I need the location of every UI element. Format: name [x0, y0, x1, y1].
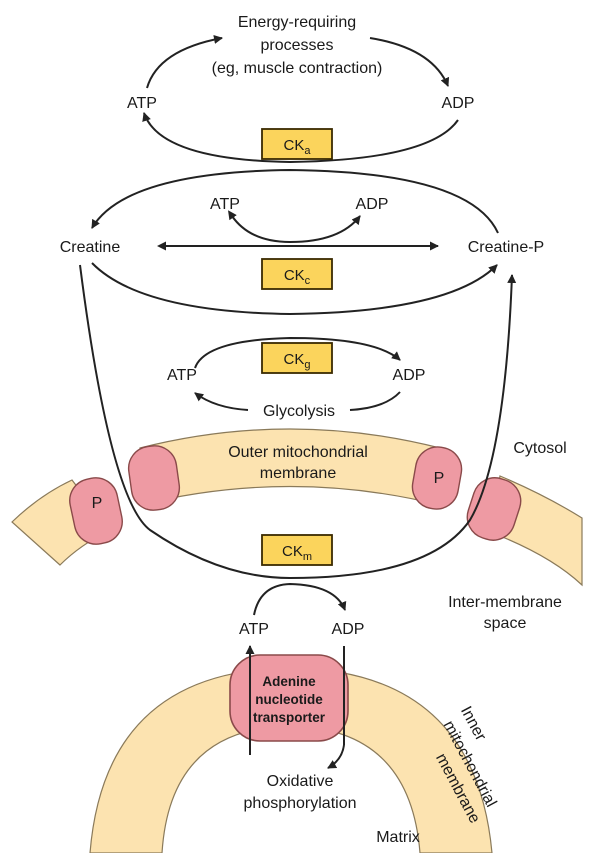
energy-line2: processes: [261, 37, 334, 54]
ckg-sub: g: [304, 359, 310, 371]
glycolysis-adp-label: ADP: [393, 367, 426, 384]
mito-atp-label: ATP: [239, 621, 269, 638]
cka-base: CK: [284, 137, 305, 154]
arrow-atp-to-energy: [146, 35, 223, 89]
porin-left: [69, 477, 123, 545]
intermembrane-label-1: Inter-membrane: [448, 594, 562, 611]
svg-text:CKg: CKg: [284, 351, 311, 371]
transporter-label-2: nucleotide: [255, 692, 323, 707]
transporter-label-1: Adenine: [262, 674, 316, 689]
arrow-adp-to-oxphos-curve: [327, 744, 345, 769]
arrow-ckg-top: [194, 336, 401, 369]
adenine-nucleotide-transporter: [229, 654, 349, 742]
ckg-base: CK: [284, 351, 305, 368]
middle-atp-label: ATP: [210, 196, 240, 213]
arrow-adp-to-glycolysis: [349, 391, 401, 411]
cytosol-label: Cytosol: [513, 440, 566, 457]
svg-text:CKc: CKc: [284, 267, 311, 287]
arrow-creatine-p-to-creatine: [91, 168, 499, 234]
arrow-glycolysis-to-atp: [194, 392, 249, 411]
glycolysis-label: Glycolysis: [263, 403, 335, 420]
porin-label-left: P: [92, 495, 103, 512]
matrix-label: Matrix: [376, 829, 420, 846]
middle-adp-label: ADP: [356, 196, 389, 213]
oxphos-label-1: Oxidative: [267, 773, 334, 790]
creatine-label: Creatine: [60, 239, 121, 256]
ckm-base: CK: [282, 543, 303, 560]
outer-membrane-label-1: Outer mitochondrial: [228, 444, 368, 461]
enzyme-ckg: CKg: [261, 342, 333, 374]
enzyme-ckc: CKc: [261, 258, 333, 290]
glycolysis-atp-label: ATP: [167, 367, 197, 384]
arrow-to-top-atp: [142, 112, 459, 164]
enzyme-ckm: CKm: [261, 534, 333, 566]
cka-sub: a: [304, 145, 311, 157]
porin-right: [466, 477, 522, 541]
arrow-middle-atp-adp: [228, 210, 361, 244]
enzyme-cka: CKa: [261, 128, 333, 160]
arrow-creatine-to-creatine-p-lower: [91, 262, 498, 316]
ckm-sub: m: [303, 551, 312, 563]
svg-text:CKa: CKa: [284, 137, 312, 157]
mito-adp-label: ADP: [332, 621, 365, 638]
creatine-p-label: Creatine-P: [468, 239, 544, 256]
intermembrane-label-2: space: [484, 615, 527, 632]
top-adp-label: ADP: [442, 95, 475, 112]
inner-membrane: [89, 667, 493, 853]
outer-membrane-label-2: membrane: [260, 465, 337, 482]
svg-text:CKm: CKm: [282, 543, 312, 563]
transporter-label-3: transporter: [253, 710, 326, 725]
arrow-energy-to-adp: [369, 37, 450, 87]
porin-label-right: P: [434, 470, 445, 487]
energy-line3: (eg, muscle contraction): [212, 60, 383, 77]
ckc-base: CK: [284, 267, 305, 284]
arrow-ckm-atp-adp: [253, 582, 347, 616]
top-atp-label: ATP: [127, 95, 157, 112]
ckc-sub: c: [305, 275, 311, 287]
oxphos-label-2: phosphorylation: [244, 795, 357, 812]
porin-outer-left: [127, 445, 181, 511]
arrow-creatine-to-ckm-loop: [79, 264, 517, 580]
porin-outer-right: [411, 446, 463, 510]
energy-line1: Energy-requiring: [238, 14, 356, 31]
